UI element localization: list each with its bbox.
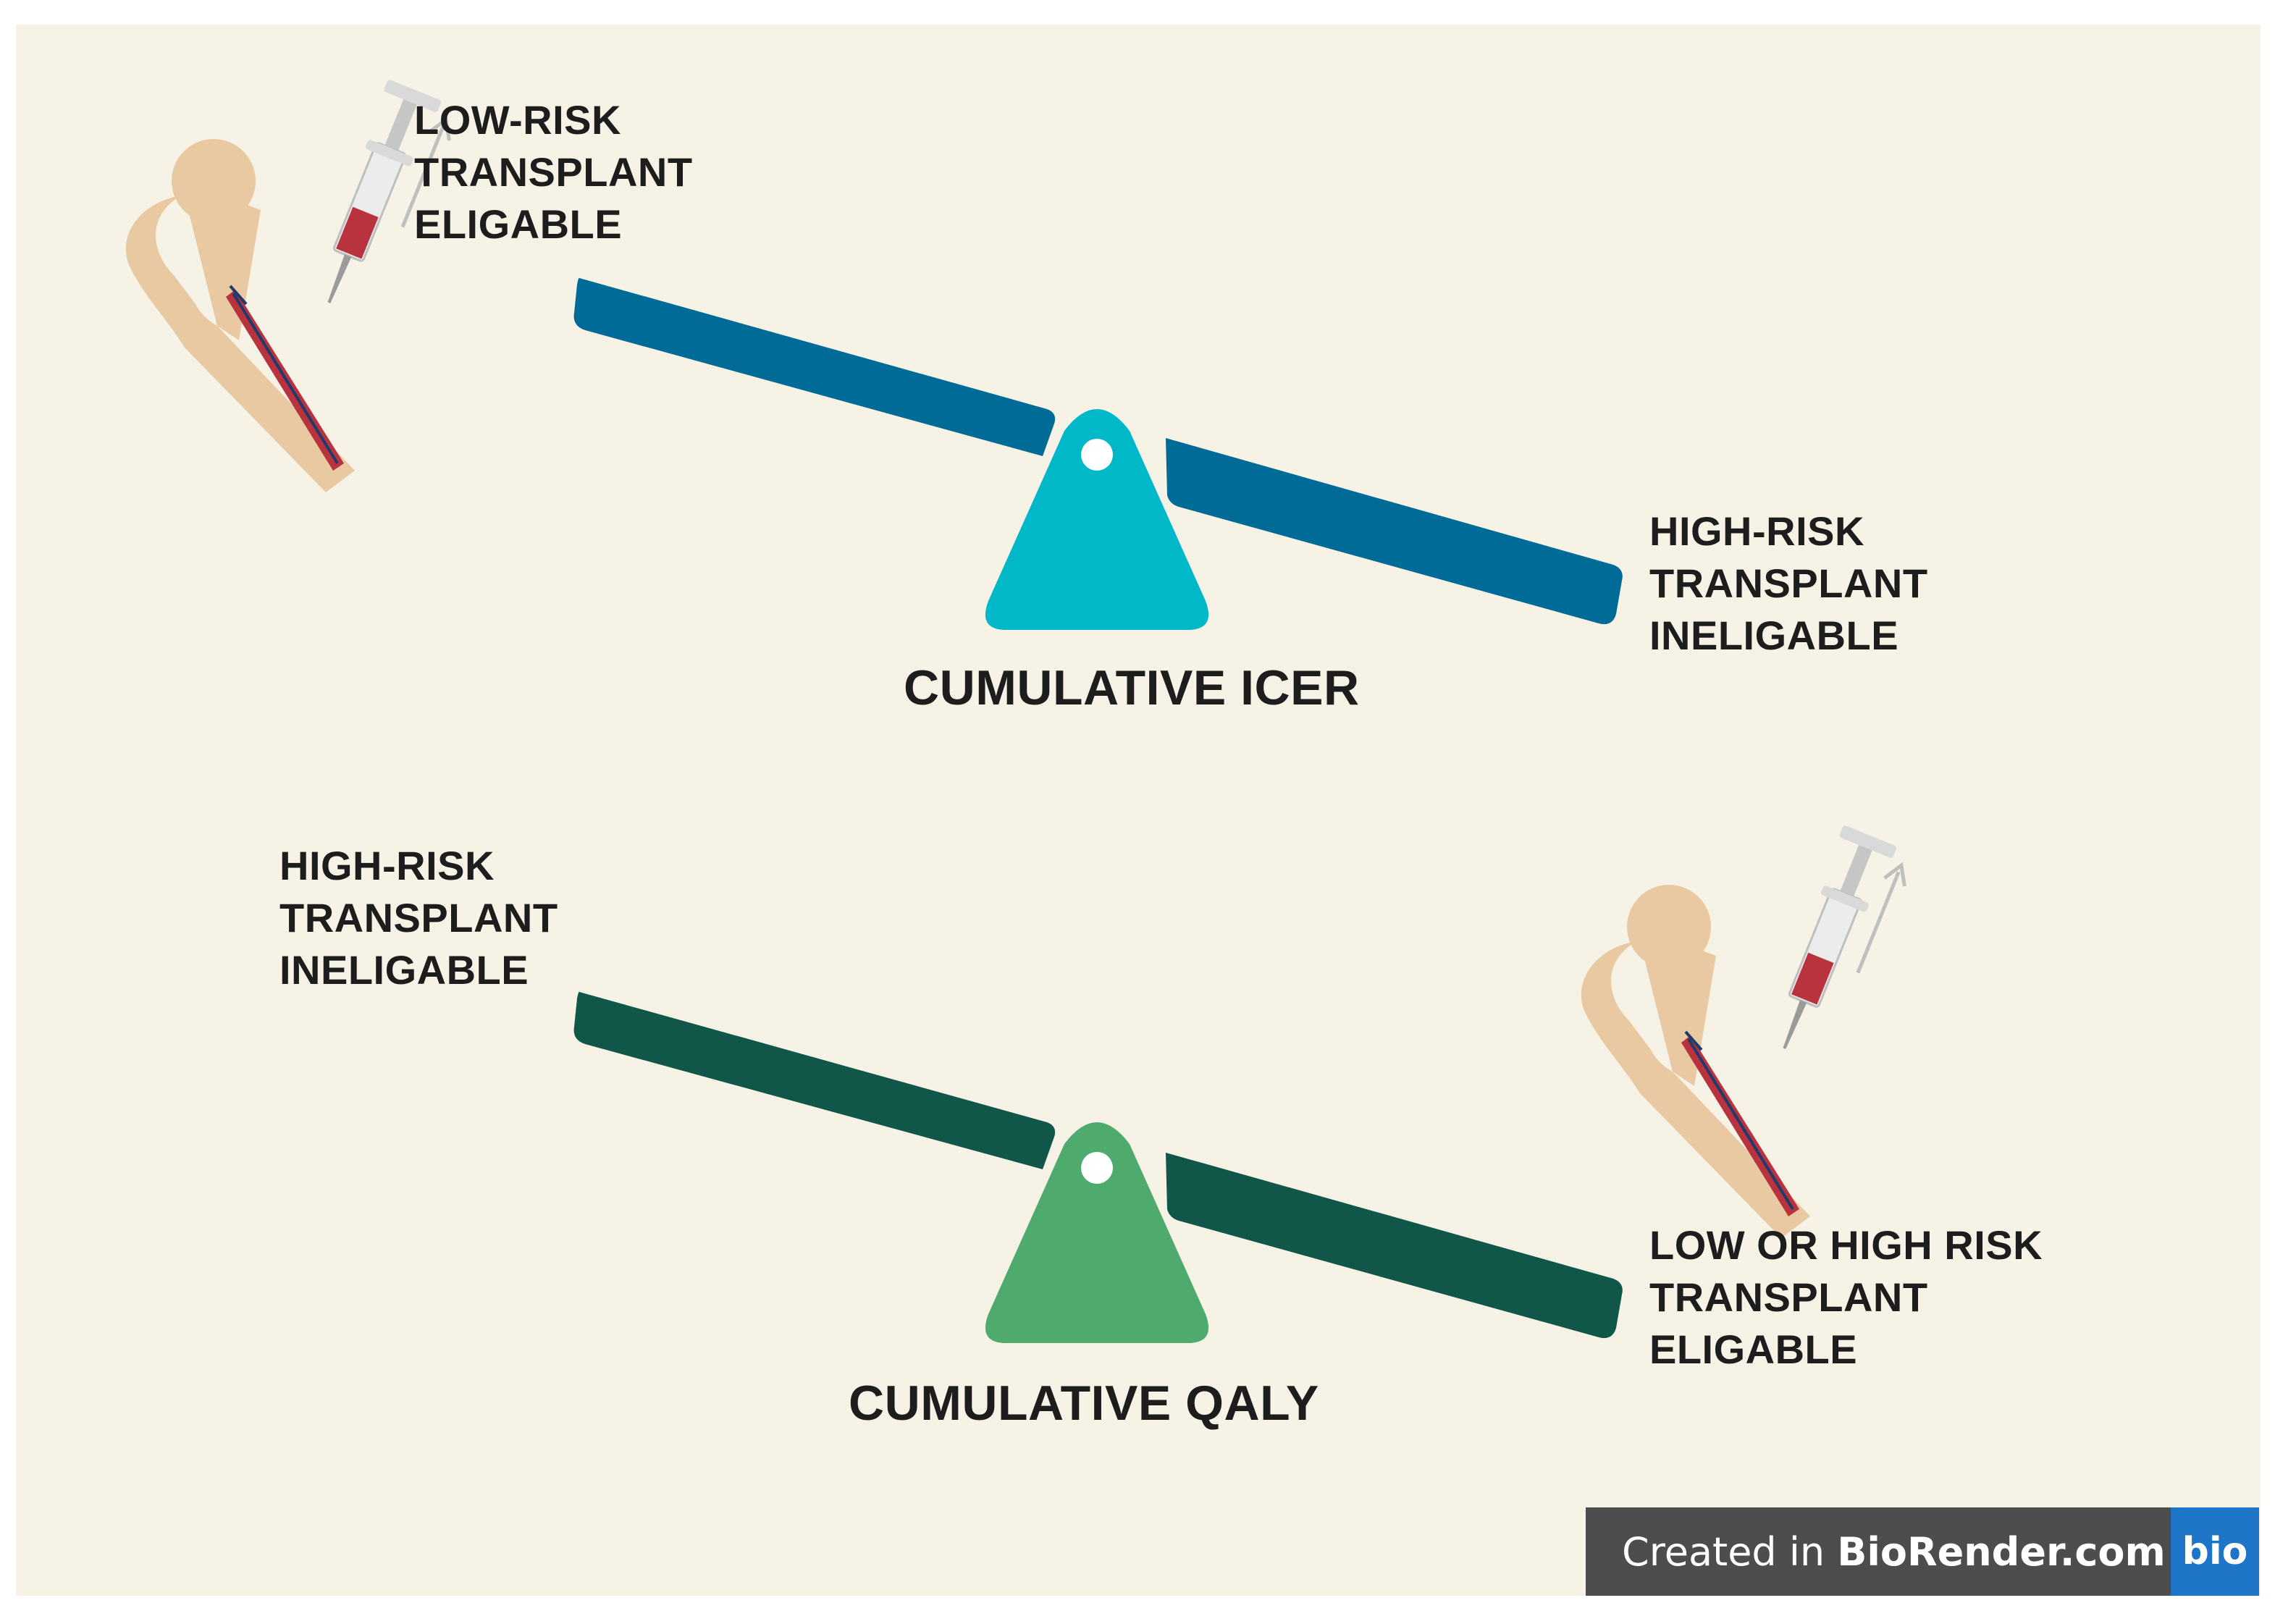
bone-syringe-icon	[124, 79, 462, 494]
bottom-fulcrum	[985, 1122, 1209, 1343]
bottom-beam-right	[1166, 1153, 1623, 1339]
bottom-pivot-hole	[1081, 1152, 1113, 1184]
label-line: TRANSPLANT	[279, 895, 558, 941]
top-fulcrum	[985, 409, 1209, 630]
bottom-left-label: HIGH-RISK TRANSPLANT INELIGABLE	[279, 840, 558, 996]
bottom-right-label: LOW OR HIGH RISK TRANSPLANT ELIGABLE	[1649, 1219, 2043, 1376]
biorender-logo: bio	[2171, 1507, 2259, 1596]
bottom-seesaw	[573, 991, 1623, 1343]
top-pivot-hole	[1081, 439, 1113, 471]
top-right-label: HIGH-RISK TRANSPLANT INELIGABLE	[1649, 505, 1928, 662]
label-line: ELIGABLE	[1649, 1326, 1858, 1372]
top-left-label: LOW-RISK TRANSPLANT ELIGABLE	[414, 94, 693, 251]
label-line: LOW-RISK	[414, 97, 621, 143]
label-line: ELIGABLE	[414, 201, 623, 247]
badge-prefix: Created in	[1622, 1528, 1838, 1575]
label-line: INELIGABLE	[1649, 613, 1899, 658]
badge-brand: BioRender.com	[1837, 1528, 2166, 1575]
top-beam-left	[573, 277, 1056, 456]
top-seesaw	[573, 277, 1623, 630]
label-line: TRANSPLANT	[414, 149, 693, 195]
bone-syringe-icon	[1579, 825, 1917, 1240]
bottom-beam-left	[573, 991, 1056, 1169]
label-line: TRANSPLANT	[1649, 1274, 1928, 1320]
label-line: HIGH-RISK	[279, 843, 495, 888]
top-caption: CUMULATIVE ICER	[904, 660, 1360, 715]
badge-text: Created in BioRender.com	[1586, 1529, 2171, 1575]
bottom-caption: CUMULATIVE QALY	[849, 1376, 1319, 1431]
label-line: TRANSPLANT	[1649, 560, 1928, 606]
label-line: INELIGABLE	[279, 947, 529, 993]
biorender-badge[interactable]: Created in BioRender.com bio	[1586, 1507, 2259, 1596]
top-beam-right	[1166, 438, 1623, 625]
label-line: HIGH-RISK	[1649, 508, 1864, 554]
label-line: LOW OR HIGH RISK	[1649, 1222, 2043, 1268]
